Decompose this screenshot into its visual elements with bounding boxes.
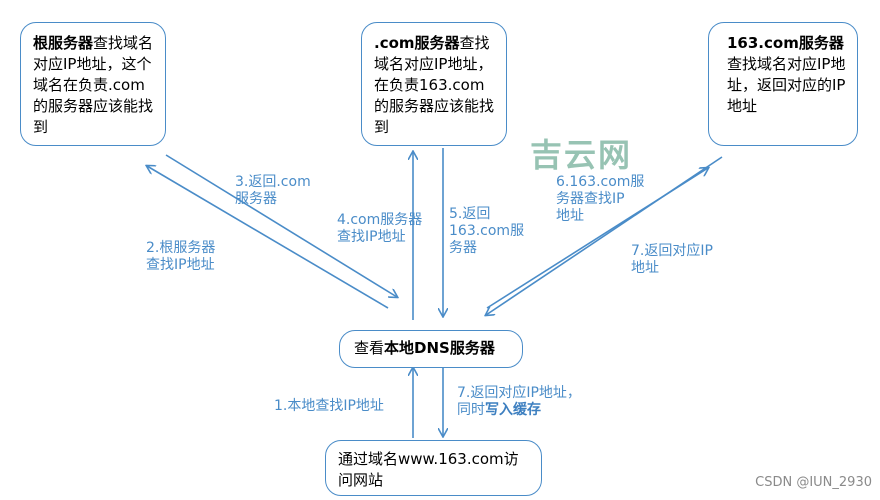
label-step-6: 6.163.com服 务器查找IP 地址 — [556, 174, 645, 224]
root-server-title: 根服务器 — [33, 34, 94, 52]
arrow-local-to-root — [147, 166, 389, 309]
root-server-desc: 查找域名对应IP地址，这个域名在负责.com的服务器应该能找到 — [33, 34, 154, 136]
local-dns-prefix: 查看 — [354, 339, 385, 357]
label-step-7-down-text: 7.返回对应IP地址， 同时 — [457, 385, 581, 418]
label-step-7-down: 7.返回对应IP地址， 同时写入缓存 — [457, 385, 581, 419]
label-step-2: 2.根服务器 查找IP地址 — [146, 240, 216, 273]
client-text: 通过域名www.163.com访问网站 — [338, 450, 519, 489]
163-server-desc: 查找域名对应IP地址，返回对应的IP地址 — [727, 55, 846, 115]
local-dns-box: 查看本地DNS服务器 — [339, 330, 523, 368]
label-step-3: 3.返回.com 服务器 — [235, 174, 311, 207]
root-server-box: 根服务器查找域名对应IP地址，这个域名在负责.com的服务器应该能找到 — [20, 22, 166, 146]
163-server-title: 163.com服务器 — [727, 34, 844, 52]
label-step-7-up: 7.返回对应IP 地址 — [631, 243, 713, 276]
label-write-cache: 写入缓存 — [485, 402, 541, 418]
com-server-box: .com服务器查找域名对应IP地址，在负责163.com的服务器应该能找到 — [361, 22, 507, 146]
label-step-5: 5.返回 163.com服 务器 — [449, 206, 525, 256]
watermark-logo: 吉云网 — [530, 136, 633, 174]
163-server-box: 163.com服务器查找域名对应IP地址，返回对应的IP地址 — [708, 22, 858, 146]
label-step-4: 4.com服务器 查找IP地址 — [337, 212, 423, 245]
local-dns-title: 本地DNS服务器 — [384, 339, 495, 357]
com-server-title: .com服务器 — [374, 34, 460, 52]
com-server-desc: 查找域名对应IP地址，在负责163.com的服务器应该能找到 — [374, 34, 495, 136]
credit-text: CSDN @IUN_2930 — [755, 475, 872, 490]
label-step-1: 1.本地查找IP地址 — [274, 398, 384, 414]
client-box: 通过域名www.163.com访问网站 — [325, 440, 542, 496]
arrow-root-to-local — [165, 154, 397, 297]
arrow-163-to-local — [486, 156, 723, 315]
